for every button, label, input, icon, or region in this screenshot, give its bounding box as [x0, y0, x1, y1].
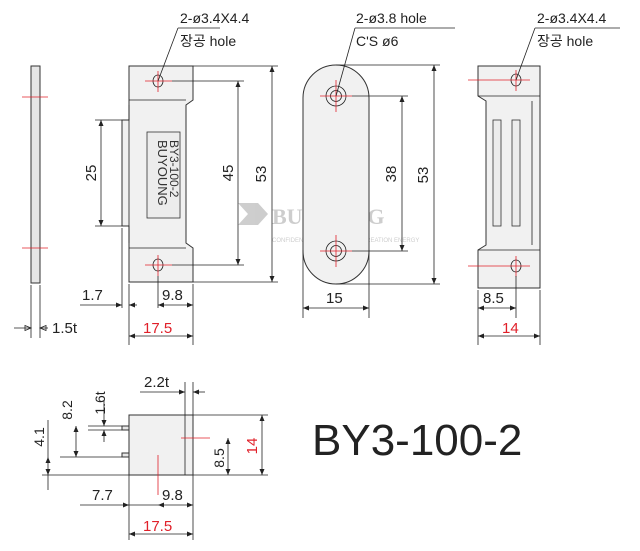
dim-17-5-bottom: 17.5 — [143, 518, 172, 535]
dim-8-2: 8.2 — [59, 400, 75, 420]
mid-hole-note-2: C'S ø6 — [356, 33, 399, 49]
mid-hole-note-1: 2-ø3.8 hole — [356, 10, 427, 26]
thin-side-view: 1.5t — [14, 65, 78, 338]
right-dims: 8.5 14 — [477, 276, 541, 345]
bottom-dims: 2.2t 1.6t 8.2 4.1 8.5 14 — [31, 374, 268, 540]
right-hole-note-2: 장공 hole — [537, 33, 593, 49]
dim-25: 25 — [83, 165, 100, 182]
bottom-view — [121, 414, 210, 495]
dim-9-8-bottom: 9.8 — [162, 487, 183, 504]
dim-8-5-side: 8.5 — [483, 290, 504, 307]
left-hole-note-2: 장공 hole — [180, 33, 236, 49]
dim-9-8-top: 9.8 — [162, 287, 183, 304]
front-dims: 25 45 53 1.7 9.8 17.5 — [80, 65, 278, 345]
dim-53-back: 53 — [415, 167, 432, 184]
embossed-brand: BUYOUNG — [155, 140, 170, 206]
right-hole-note-1: 2-ø3.4X4.4 — [537, 10, 606, 26]
watermark-logo-icon — [238, 203, 268, 225]
dim-7-7: 7.7 — [92, 487, 113, 504]
dim-1-5t: 1.5t — [52, 320, 78, 337]
dim-14-bottom: 14 — [244, 438, 261, 455]
back-dims: 38 53 15 — [302, 64, 440, 318]
dim-17-5-top: 17.5 — [143, 320, 172, 337]
dim-1-7: 1.7 — [82, 287, 103, 304]
dim-53-front: 53 — [253, 166, 270, 183]
back-view — [302, 27, 455, 285]
model-title: BY3-100-2 — [312, 416, 522, 465]
embossed-model: BY3-100-2 — [167, 140, 181, 198]
dim-8-5-bottom: 8.5 — [211, 448, 227, 468]
dim-14-side: 14 — [502, 320, 519, 337]
dim-15: 15 — [326, 290, 343, 307]
left-hole-note-1: 2-ø3.4X4.4 — [180, 10, 249, 26]
dim-38: 38 — [383, 166, 400, 183]
dim-45: 45 — [220, 165, 237, 182]
dim-2-2t: 2.2t — [144, 374, 170, 391]
dim-1-6t: 1.6t — [92, 391, 108, 414]
dim-4-1: 4.1 — [31, 427, 47, 447]
right-view — [468, 27, 620, 289]
